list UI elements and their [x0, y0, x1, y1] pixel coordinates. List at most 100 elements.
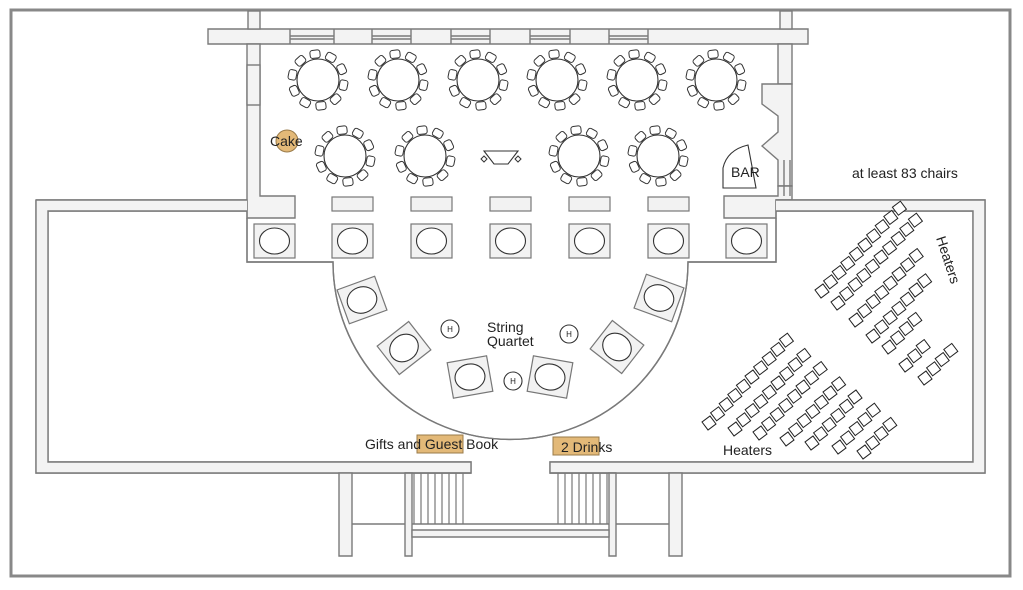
chair — [891, 200, 908, 216]
entrance-stairs — [338, 472, 683, 557]
chair — [769, 406, 785, 423]
chair — [314, 145, 325, 157]
chair — [734, 63, 746, 76]
chair — [394, 145, 405, 157]
chair — [840, 255, 856, 272]
chair — [907, 311, 923, 328]
chair — [727, 93, 740, 105]
round-table — [394, 125, 456, 187]
chair — [643, 51, 656, 63]
chair — [655, 63, 667, 76]
chair — [813, 394, 830, 410]
chair-row — [856, 416, 898, 460]
chair — [599, 155, 610, 167]
chair — [856, 267, 872, 284]
chair — [577, 79, 588, 91]
chair — [839, 430, 856, 446]
chair — [787, 356, 803, 373]
chair — [753, 393, 769, 410]
table-top — [694, 58, 738, 102]
chair — [676, 139, 688, 152]
chair — [778, 332, 795, 348]
chair — [856, 303, 873, 319]
chair — [925, 361, 942, 377]
chair — [908, 247, 924, 264]
chair — [409, 93, 422, 105]
round-table — [367, 49, 429, 111]
bar-counter — [722, 144, 757, 189]
ceremony-chairs-lower — [701, 332, 898, 460]
chair — [752, 425, 768, 441]
chair — [744, 402, 760, 419]
chair — [431, 127, 444, 139]
chair — [363, 139, 375, 152]
round-table — [606, 49, 668, 111]
chair — [830, 295, 846, 311]
chair — [389, 49, 401, 59]
chair — [448, 84, 460, 97]
chair — [874, 218, 890, 235]
chair — [326, 173, 339, 185]
chair — [342, 177, 354, 187]
round-table — [548, 125, 610, 187]
chair — [848, 246, 865, 262]
chair — [831, 264, 847, 281]
chair — [422, 177, 434, 187]
chair — [324, 51, 337, 63]
chair — [585, 127, 598, 139]
chair — [309, 49, 321, 59]
cocktail-table — [446, 355, 494, 399]
chair — [727, 421, 743, 437]
chair — [664, 127, 677, 139]
cocktail-table — [589, 319, 645, 375]
chair — [760, 416, 777, 432]
chair — [838, 398, 855, 414]
chair — [803, 370, 820, 386]
chair — [469, 49, 481, 59]
cocktail-table — [647, 223, 690, 259]
chair — [805, 403, 821, 420]
chair — [294, 55, 307, 67]
chair — [459, 97, 472, 109]
chair — [838, 286, 855, 302]
chair — [812, 360, 828, 377]
chair — [814, 283, 830, 299]
chair — [709, 406, 726, 422]
table-top — [376, 58, 420, 102]
chair — [527, 84, 539, 97]
benches — [331, 196, 690, 212]
chair — [804, 435, 820, 451]
chair — [761, 350, 777, 367]
chair — [873, 249, 889, 265]
chair — [445, 155, 456, 167]
chair — [498, 79, 509, 91]
chair — [315, 101, 327, 111]
chair — [899, 257, 916, 273]
chair — [686, 84, 698, 97]
chair — [848, 420, 864, 437]
chair — [655, 177, 667, 187]
chair — [548, 145, 559, 157]
chair — [908, 282, 924, 298]
chair — [618, 97, 631, 109]
drinks-table — [552, 436, 600, 456]
chair — [336, 63, 348, 76]
chair — [735, 412, 752, 428]
chair — [917, 370, 933, 386]
cocktail-table — [633, 273, 685, 323]
chair — [406, 173, 419, 185]
chair — [821, 416, 837, 433]
round-tables — [287, 49, 747, 187]
chair — [796, 347, 812, 364]
chair — [857, 237, 873, 253]
chair — [575, 63, 587, 76]
chair — [795, 379, 811, 395]
table-top — [456, 58, 500, 102]
chair — [447, 69, 458, 81]
chair — [899, 291, 916, 307]
chair — [906, 348, 923, 364]
chair — [634, 131, 647, 143]
chair — [883, 209, 899, 226]
chair — [416, 63, 428, 76]
chair — [628, 160, 640, 173]
